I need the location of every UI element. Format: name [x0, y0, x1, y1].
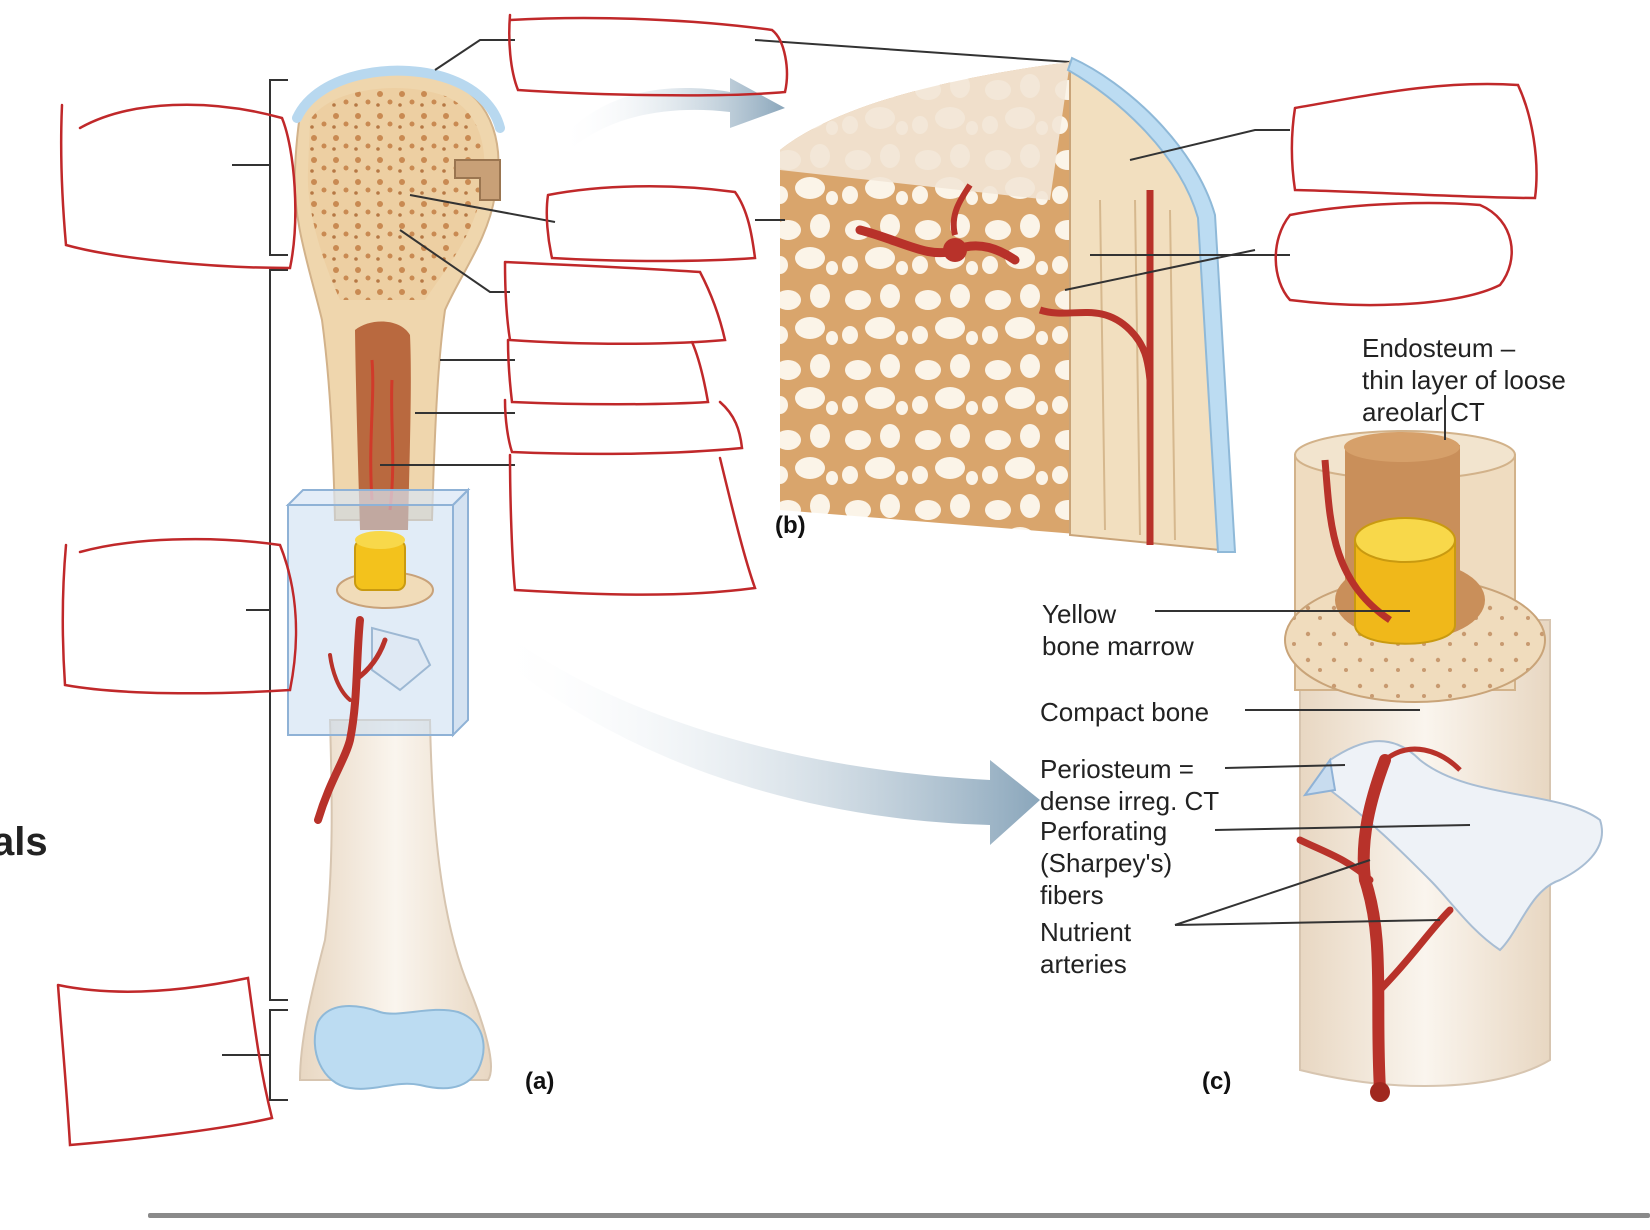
periosteum-label: Periosteum = dense irreg. CT	[1040, 753, 1219, 817]
perforating-fibers-label-line2: (Sharpey's)	[1040, 848, 1173, 878]
handdrawn-answer-boxes	[56, 13, 1538, 1147]
nutrient-arteries-label-line2: arteries	[1040, 949, 1127, 979]
answer-box-b-top	[1290, 82, 1538, 200]
answer-box-membrane	[508, 453, 757, 596]
answer-box-epiphysis-proximal	[59, 103, 297, 270]
perforating-fibers-label: Perforating (Sharpey's) fibers	[1040, 815, 1172, 911]
compact-bone-label-line1: Compact bone	[1040, 697, 1210, 727]
shaft-section-illustration	[1284, 430, 1603, 1102]
answer-box-epiphysis-distal	[56, 976, 274, 1147]
endosteum-label-line1: Endosteum –	[1362, 333, 1516, 363]
cut-off-heading-text: als	[0, 820, 48, 864]
endosteum-label: Endosteum – thin layer of loose areolar …	[1362, 332, 1566, 428]
long-bone-illustration	[285, 65, 505, 1090]
yellow-marrow-label-line2: bone marrow	[1042, 631, 1194, 661]
endosteum-label-line3: areolar CT	[1362, 397, 1485, 427]
perforating-fibers-label-line3: fibers	[1040, 880, 1104, 910]
nutrient-arteries-label: Nutrient arteries	[1040, 916, 1131, 980]
leader-lines-b	[755, 129, 1290, 291]
compact-bone-label: Compact bone	[1040, 696, 1209, 728]
periosteum-label-line1: Periosteum =	[1040, 754, 1194, 784]
answer-box-spongy-bone	[545, 185, 757, 263]
endosteum-label-line2: thin layer of loose	[1362, 365, 1566, 395]
panel-label-c: (c)	[1202, 1068, 1232, 1095]
perforating-fibers-label-line1: Perforating	[1040, 816, 1168, 846]
answer-box-diaphysis	[61, 537, 298, 695]
answer-box-compact	[503, 398, 744, 456]
answer-box-b-bottom	[1274, 201, 1513, 307]
panel-label-a: (a)	[525, 1068, 555, 1095]
yellow-marrow-label: Yellow bone marrow	[1042, 598, 1194, 662]
spongy-bone-block	[780, 56, 1237, 553]
nutrient-arteries-label-line1: Nutrient	[1040, 917, 1132, 947]
answer-box-epiphyseal-line	[503, 260, 727, 345]
periosteum-label-line2: dense irreg. CT	[1040, 786, 1220, 816]
answer-box-medullary	[506, 338, 710, 406]
region-brackets	[222, 79, 288, 1101]
leader-lines-c	[1155, 395, 1471, 926]
yellow-marrow-label-line1: Yellow	[1042, 599, 1117, 629]
panel-label-b: (b)	[775, 512, 806, 539]
leader-lines-a	[380, 39, 1071, 466]
answer-box-articular-cartilage	[508, 13, 789, 97]
bottom-divider	[148, 1213, 1650, 1218]
